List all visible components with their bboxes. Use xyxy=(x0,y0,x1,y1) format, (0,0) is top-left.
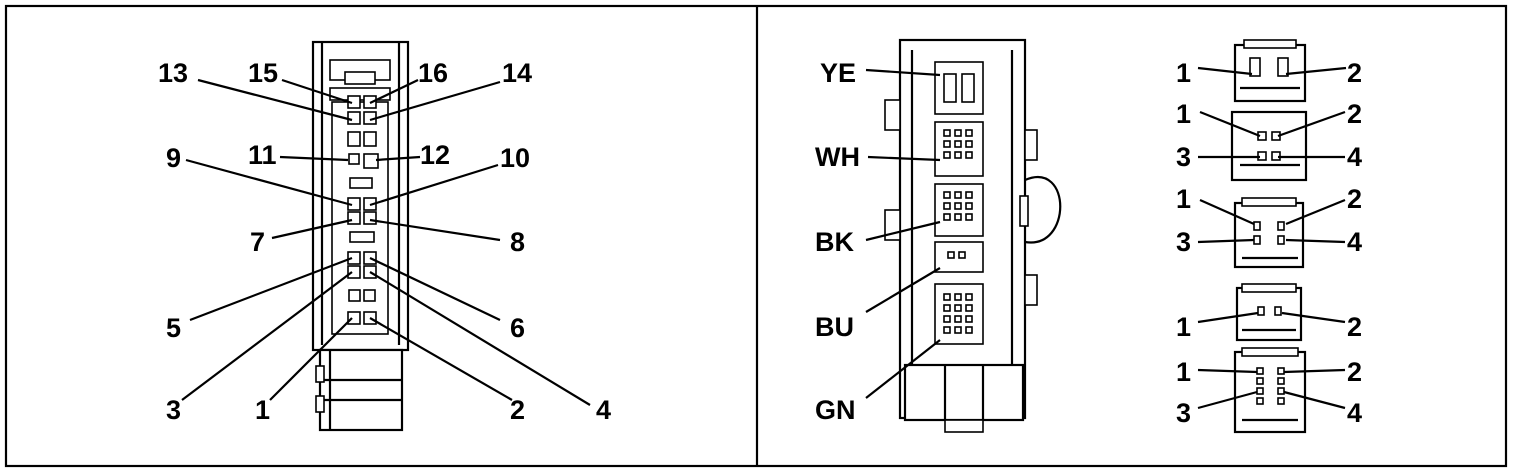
terminal-cavity xyxy=(965,191,973,199)
terminal-cavity xyxy=(965,213,973,221)
terminal-cavity xyxy=(954,326,962,334)
terminal-cavity xyxy=(954,151,962,159)
label-ye: YE xyxy=(820,58,856,88)
pin-label-1: 1 xyxy=(255,395,270,425)
terminal-cavity xyxy=(954,293,962,301)
insert-2-pin-2: 2 xyxy=(1347,99,1362,129)
terminal-cavity xyxy=(954,213,962,221)
terminal-cavity xyxy=(954,129,962,137)
insert-3-pin-4: 4 xyxy=(1347,227,1362,257)
terminal-cavity xyxy=(943,213,951,221)
sixteen-way-connector xyxy=(311,40,410,432)
pin-label-5: 5 xyxy=(166,313,181,343)
terminal-cavity xyxy=(947,251,955,259)
pin-label-7: 7 xyxy=(250,227,265,257)
terminal-cavity xyxy=(965,151,973,159)
insert-3-pin-2: 2 xyxy=(1347,184,1362,214)
terminal-cavity xyxy=(954,191,962,199)
insert-detail-4: 1 2 xyxy=(1176,283,1362,342)
terminal-cavity xyxy=(943,304,951,312)
insert-5-pin-4: 4 xyxy=(1347,398,1362,428)
pin-label-16: 16 xyxy=(418,58,448,88)
terminal-cavity xyxy=(943,202,951,210)
terminal-cavity xyxy=(943,315,951,323)
pin-label-11: 11 xyxy=(248,140,277,170)
pin-label-13: 13 xyxy=(158,58,188,88)
terminal-cavity xyxy=(943,140,951,148)
insert-3-pin-3: 3 xyxy=(1176,227,1191,257)
insert-5-pin-2: 2 xyxy=(1347,357,1362,387)
insert-2-pin-3: 3 xyxy=(1176,142,1191,172)
terminal-cavity xyxy=(965,140,973,148)
pin-label-14: 14 xyxy=(502,58,532,88)
label-bk: BK xyxy=(815,227,854,257)
terminal-cavity xyxy=(943,293,951,301)
insert-gn xyxy=(934,283,984,345)
insert-2-pin-1: 1 xyxy=(1176,99,1191,129)
insert-4-pin-2: 2 xyxy=(1347,312,1362,342)
insert-detail-2: 1 2 3 4 xyxy=(1176,99,1362,182)
terminal-cavity xyxy=(954,304,962,312)
insert-bu xyxy=(934,241,984,273)
insert-4-pin-1: 1 xyxy=(1176,312,1191,342)
pin-label-8: 8 xyxy=(510,227,525,257)
insert-2-pin-4: 4 xyxy=(1347,142,1362,172)
terminal-cavity xyxy=(965,304,973,312)
pin-label-9: 9 xyxy=(166,143,181,173)
terminal-cavity xyxy=(965,326,973,334)
terminal-cavity xyxy=(943,129,951,137)
terminal-cavity xyxy=(954,315,962,323)
terminal-cavity xyxy=(943,326,951,334)
insert-detail-1: 1 2 xyxy=(1176,39,1362,103)
pin-label-12: 12 xyxy=(420,140,450,170)
terminal-cavity xyxy=(965,315,973,323)
insert-3-pin-1: 1 xyxy=(1176,184,1191,214)
terminal-cavity xyxy=(965,202,973,210)
terminal-cavity xyxy=(954,140,962,148)
label-bu: BU xyxy=(815,312,854,342)
pin-labels: 1 2 3 4 5 6 7 8 9 10 11 12 13 14 15 16 xyxy=(158,58,611,425)
label-gn: GN xyxy=(815,395,856,425)
terminal-cavity xyxy=(958,251,966,259)
insert-1-pin-2: 2 xyxy=(1347,58,1362,88)
insert-5-pin-3: 3 xyxy=(1176,398,1191,428)
insert-ye xyxy=(934,61,984,115)
pin-label-6: 6 xyxy=(510,313,525,343)
multi-insert-connector xyxy=(884,38,1062,433)
insert-detail-3: 1 2 3 4 xyxy=(1176,184,1362,269)
pin-label-2: 2 xyxy=(510,395,525,425)
terminal-cavity xyxy=(965,293,973,301)
insert-1-pin-1: 1 xyxy=(1176,58,1191,88)
pin-label-10: 10 xyxy=(500,143,530,173)
terminal-cavity xyxy=(943,191,951,199)
label-wh: WH xyxy=(815,142,860,172)
pin-label-4: 4 xyxy=(596,395,611,425)
color-leader-lines xyxy=(865,68,941,399)
pin-leader-lines xyxy=(181,78,591,406)
insert-5-pin-1: 1 xyxy=(1176,357,1191,387)
terminal-cavity xyxy=(954,202,962,210)
pin-label-3: 3 xyxy=(166,395,181,425)
terminal-cavity xyxy=(965,129,973,137)
insert-detail-5: 1 2 3 4 xyxy=(1176,347,1362,434)
pin-label-15: 15 xyxy=(248,58,278,88)
color-labels: YE WH BK BU GN xyxy=(815,58,860,425)
terminal-cavity xyxy=(943,151,951,159)
